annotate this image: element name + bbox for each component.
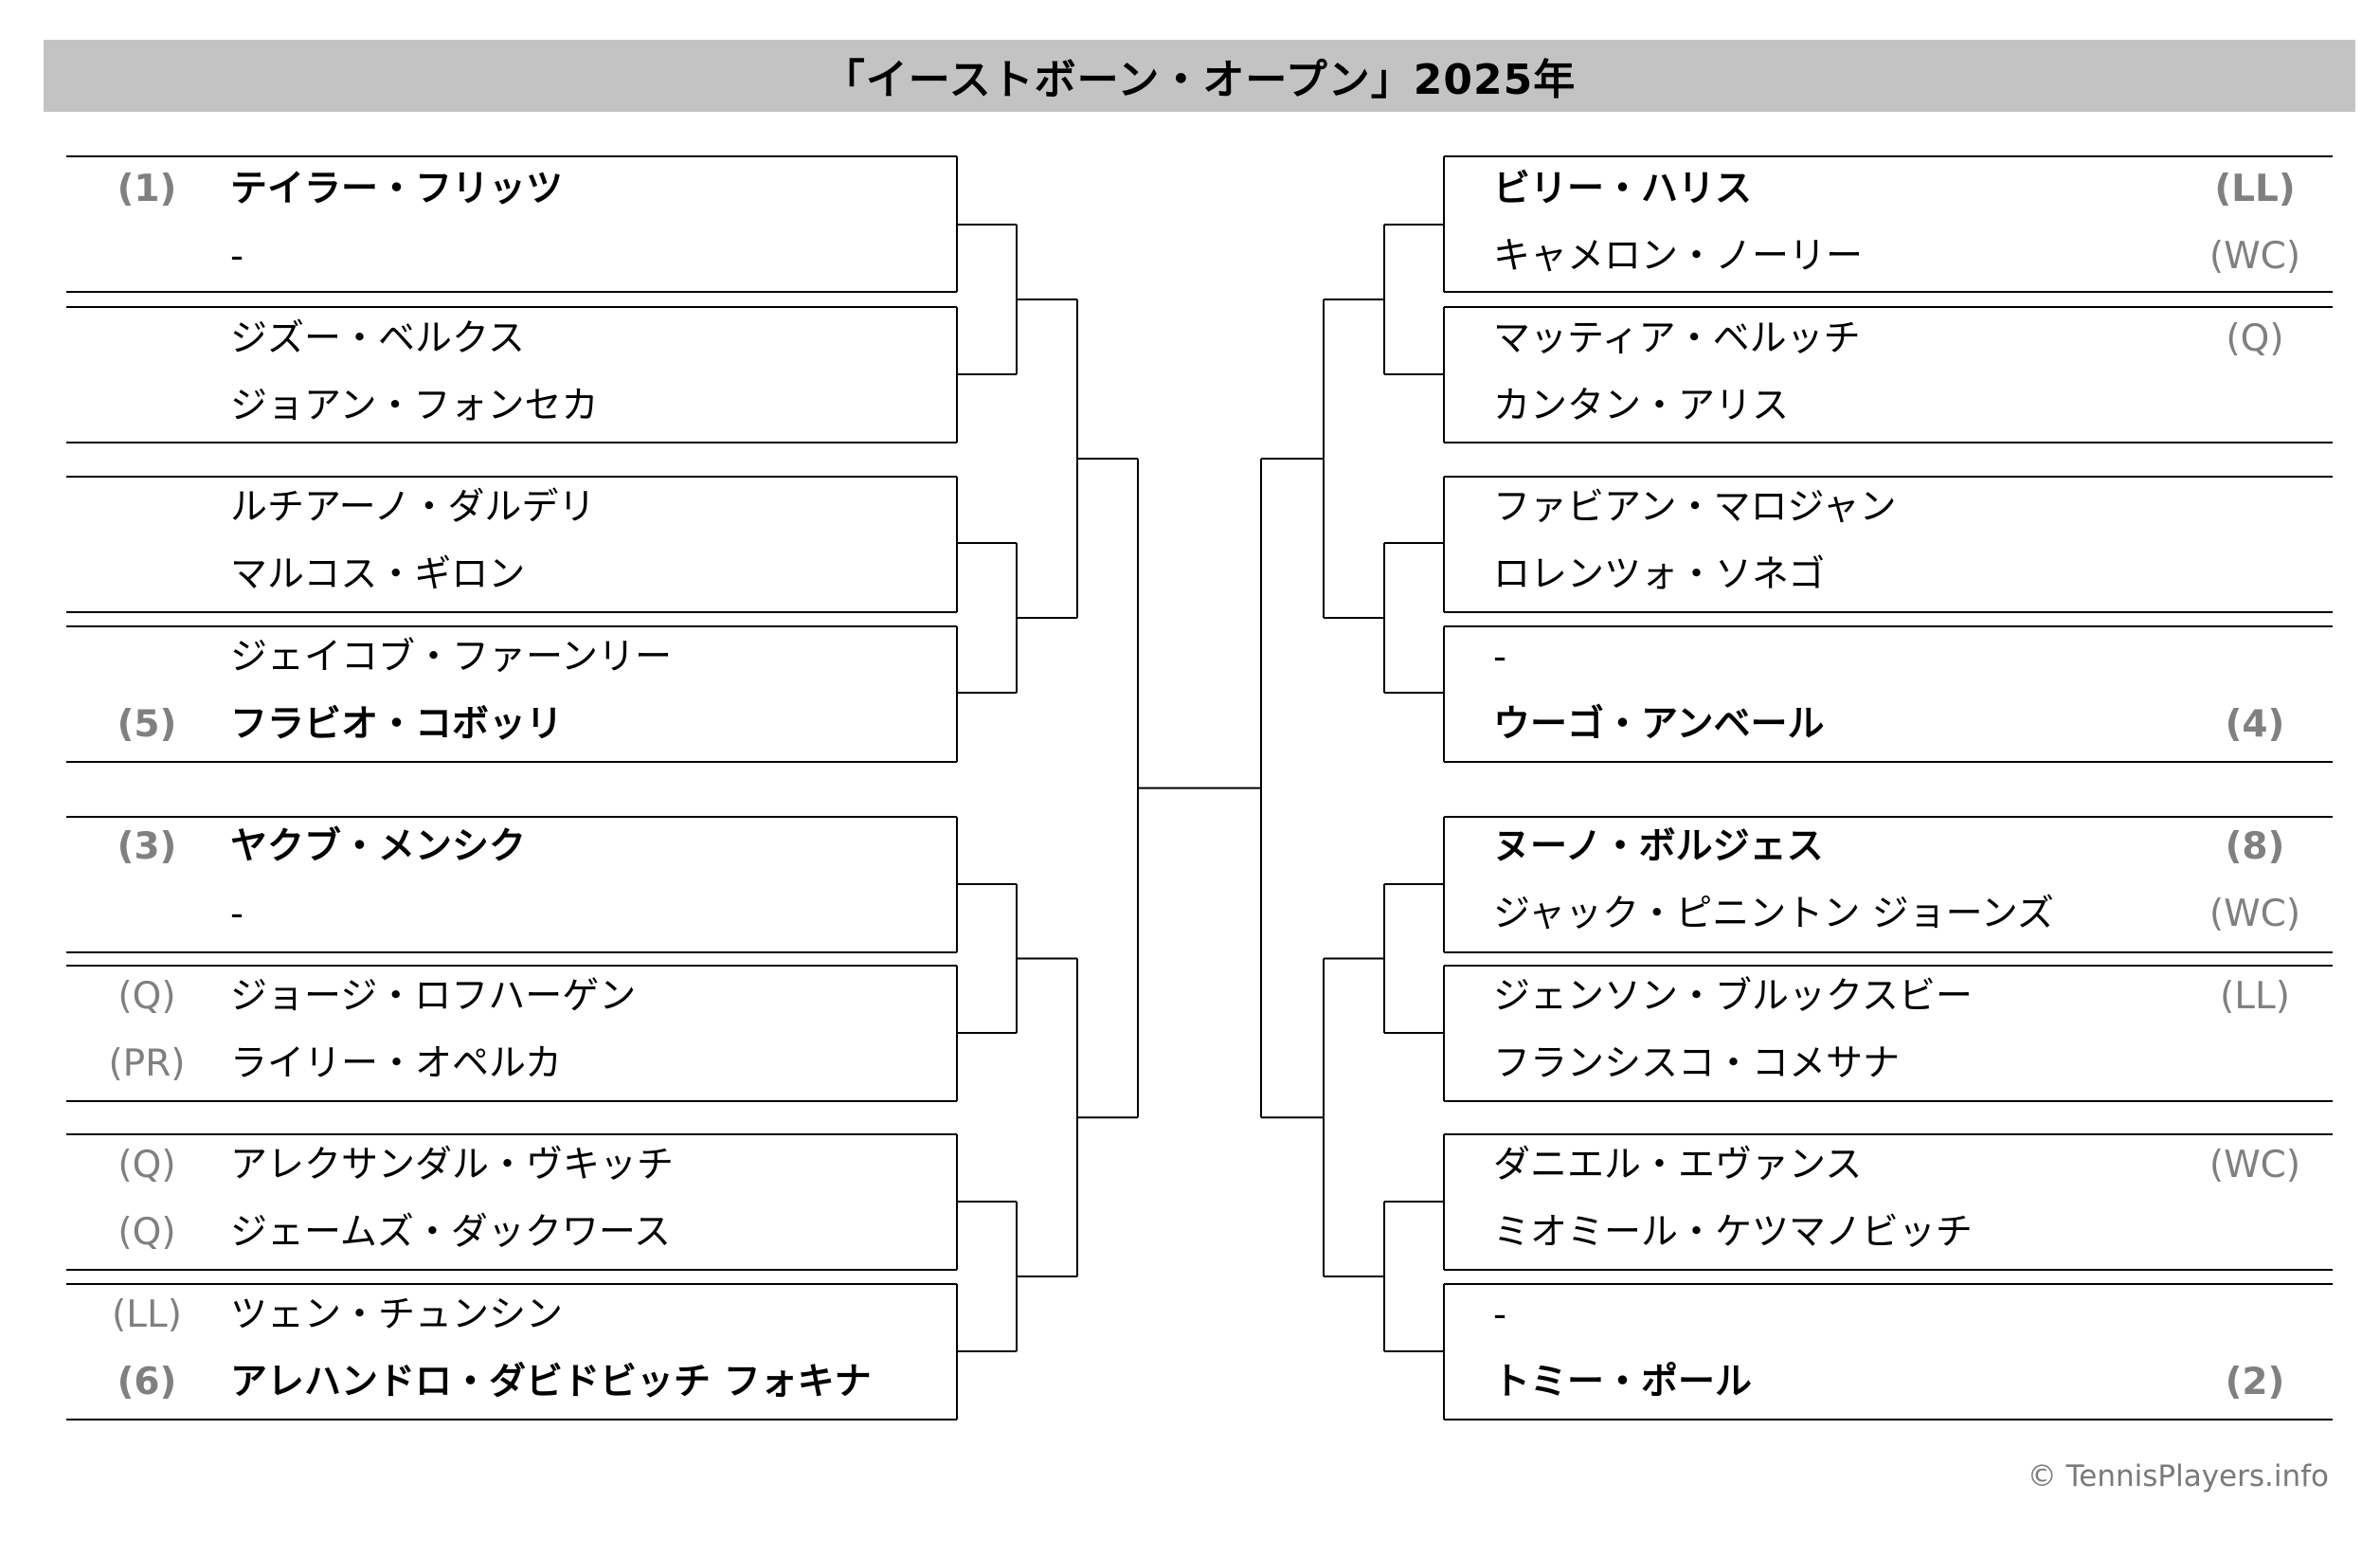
right-player-name: フランシスコ・コメサナ <box>1493 1042 1901 1085</box>
left-player-name: アレクサンダル・ヴキッチ <box>230 1144 675 1186</box>
left-player-name: ジズー・ベルクス <box>230 317 525 360</box>
left-seed-label: (5) <box>117 703 177 746</box>
left-player-name: マルコス・ギロン <box>230 553 526 596</box>
left-player-name: ジェイコブ・ファーンリー <box>230 636 673 678</box>
left-seed-label: (LL) <box>112 1294 182 1336</box>
right-player-name: ロレンツォ・ソネゴ <box>1493 553 1826 596</box>
right-player-name: - <box>1493 636 1507 678</box>
left-seed-label: (PR) <box>108 1042 186 1085</box>
left-seed-label: (Q) <box>117 975 176 1018</box>
right-player-name: トミー・ポール <box>1493 1361 1753 1403</box>
left-player-name: ルチアーノ・ダルデリ <box>230 486 596 529</box>
right-seed-label: (Q) <box>2226 317 2284 360</box>
left-player-name: ライリー・オペルカ <box>230 1042 562 1085</box>
right-player-name: マッティア・ベルッチ <box>1493 317 1861 360</box>
right-player-name: ジェンソン・ブルックスビー <box>1493 975 1973 1018</box>
right-seed-label: (LL) <box>2220 975 2290 1018</box>
right-player-name: キャメロン・ノーリー <box>1493 235 1864 278</box>
right-player-name: ウーゴ・アンベール <box>1493 703 1825 746</box>
left-player-name: ジョージ・ロフハーゲン <box>230 975 637 1018</box>
right-seed-label: (WC) <box>2209 235 2301 278</box>
left-player-name: - <box>230 893 244 935</box>
left-player-name: ツェン・チュンシン <box>230 1294 564 1336</box>
right-seed-label: (4) <box>2225 703 2285 746</box>
right-player-name: ビリー・ハリス <box>1493 168 1753 210</box>
copyright: © TennisPlayers.info <box>2027 1459 2329 1493</box>
left-player-name: ジョアン・フォンセカ <box>230 385 599 427</box>
right-seed-label: (8) <box>2225 825 2285 868</box>
left-player-name: - <box>230 235 244 278</box>
right-player-name: ミオミール・ケツマノビッチ <box>1493 1211 1973 1254</box>
left-seed-label: (1) <box>117 168 177 210</box>
right-player-name: カンタン・アリス <box>1493 385 1790 427</box>
left-seed-label: (Q) <box>117 1211 176 1254</box>
right-player-name: - <box>1493 1294 1507 1336</box>
left-player-name: ジェームズ・ダックワース <box>230 1211 671 1254</box>
right-player-name: ダニエル・エヴァンス <box>1493 1144 1863 1186</box>
left-player-name: テイラー・フリッツ <box>230 168 564 210</box>
left-player-name: アレハンドロ・ダビドビッチ フォキナ <box>230 1361 872 1403</box>
right-seed-label: (LL) <box>2214 168 2296 210</box>
bracket-title: 「イーストボーン・オープン」2025年 <box>822 56 1577 104</box>
left-seed-label: (Q) <box>117 1144 176 1186</box>
right-player-name: ファビアン・マロジャン <box>1493 486 1897 529</box>
right-seed-label: (WC) <box>2209 893 2301 935</box>
left-seed-label: (3) <box>117 825 177 868</box>
left-player-name: フラビオ・コボッリ <box>230 703 564 746</box>
title-bar: 「イーストボーン・オープン」2025年 <box>44 40 2355 112</box>
right-seed-label: (2) <box>2225 1361 2285 1403</box>
right-player-name: ジャック・ピニントン ジョーンズ <box>1493 893 2054 935</box>
right-seed-label: (WC) <box>2209 1144 2301 1186</box>
left-seed-label: (6) <box>117 1361 177 1403</box>
left-player-name: ヤクブ・メンシク <box>230 825 527 868</box>
right-player-name: ヌーノ・ボルジェス <box>1493 825 1824 868</box>
